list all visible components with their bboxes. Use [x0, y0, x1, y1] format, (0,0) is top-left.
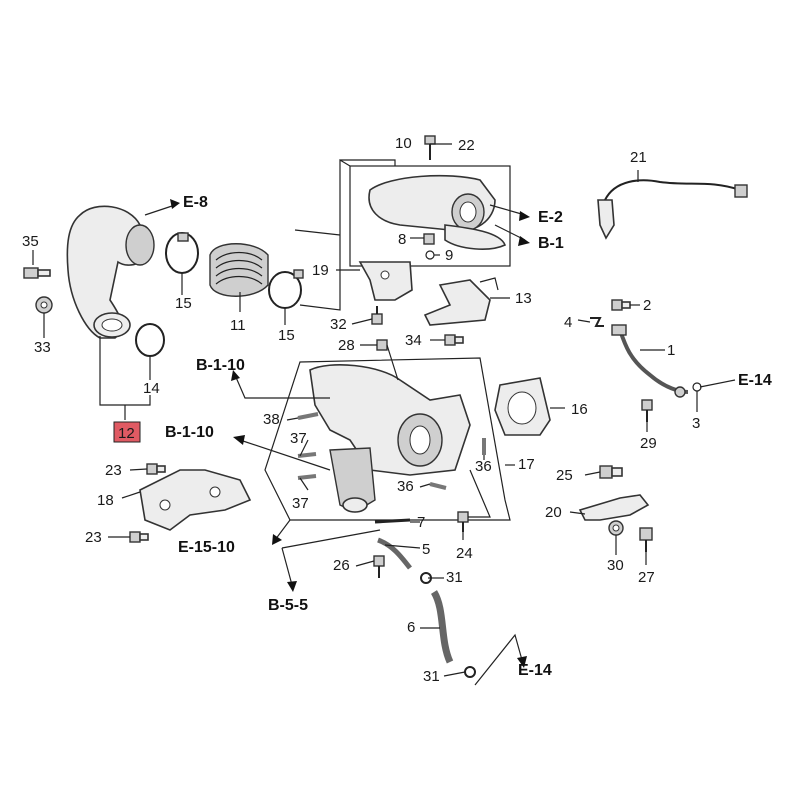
turbocharger-17[interactable]: [309, 364, 471, 513]
harness-bracket-13[interactable]: [423, 277, 499, 326]
callout-14[interactable]: 14: [143, 380, 160, 397]
bolt-22[interactable]: [424, 135, 436, 160]
ref-e-14-bottom[interactable]: E-14: [518, 662, 552, 679]
clip-4[interactable]: [590, 317, 604, 327]
washer-9[interactable]: [425, 250, 435, 260]
bracket-18[interactable]: [139, 469, 252, 531]
ref-b-1-10-upper[interactable]: B-1-10: [196, 357, 245, 374]
callout-32[interactable]: 32: [330, 316, 347, 333]
bolt-25[interactable]: [599, 465, 623, 479]
intake-pipe-12[interactable]: [66, 205, 155, 339]
callout-31-lower[interactable]: 31: [423, 668, 440, 685]
washer-3[interactable]: [692, 382, 702, 392]
callout-31-upper[interactable]: 31: [446, 569, 463, 586]
callout-15-right[interactable]: 15: [278, 327, 295, 344]
callout-5[interactable]: 5: [422, 541, 430, 558]
callout-3[interactable]: 3: [692, 415, 700, 432]
callout-2[interactable]: 2: [643, 297, 651, 314]
throttle-body-10[interactable]: [368, 174, 507, 250]
ref-e-8[interactable]: E-8: [183, 194, 208, 211]
ref-b-1[interactable]: B-1: [538, 235, 564, 252]
bolt-23-upper[interactable]: [146, 463, 166, 475]
callout-23-upper[interactable]: 23: [105, 462, 122, 479]
callout-6[interactable]: 6: [407, 619, 415, 636]
throttle-body-box: [349, 165, 511, 267]
callout-28[interactable]: 28: [338, 337, 355, 354]
callout-36-lower[interactable]: 36: [397, 478, 414, 495]
callout-9[interactable]: 9: [445, 247, 453, 264]
washer-33[interactable]: [35, 296, 53, 314]
callout-38[interactable]: 38: [263, 411, 280, 428]
o-ring-14[interactable]: [135, 323, 165, 357]
bracket-19[interactable]: [358, 261, 413, 301]
callout-12[interactable]: 12: [118, 425, 135, 442]
oil-pipe-1[interactable]: [611, 324, 689, 398]
callout-17[interactable]: 17: [518, 456, 535, 473]
bolt-34[interactable]: [444, 334, 464, 346]
callout-18[interactable]: 18: [97, 492, 114, 509]
nut-28[interactable]: [376, 339, 388, 351]
callout-30[interactable]: 30: [607, 557, 624, 574]
bolt-24[interactable]: [457, 511, 469, 532]
callout-34[interactable]: 34: [405, 332, 422, 349]
gasket-16[interactable]: [494, 377, 551, 436]
bolt-2[interactable]: [611, 299, 631, 311]
callout-8[interactable]: 8: [398, 231, 406, 248]
callout-37-upper[interactable]: 37: [290, 430, 307, 447]
callout-4[interactable]: 4: [564, 314, 572, 331]
bracket-20[interactable]: [578, 494, 650, 521]
nut-8[interactable]: [423, 233, 435, 245]
reference-arrows: [144, 199, 530, 686]
callout-33[interactable]: 33: [34, 339, 51, 356]
highlight-box-12[interactable]: [113, 421, 141, 443]
bolt-35[interactable]: [23, 267, 51, 279]
stud-37-upper[interactable]: [297, 452, 317, 458]
callout-35[interactable]: 35: [22, 233, 39, 250]
clamp-15-left[interactable]: [165, 232, 199, 274]
turbo-box: [264, 357, 511, 521]
callout-1[interactable]: 1: [667, 342, 675, 359]
hose-6[interactable]: [430, 590, 454, 664]
ref-b-5-5[interactable]: B-5-5: [268, 597, 308, 614]
callout-29[interactable]: 29: [640, 435, 657, 452]
stud-38[interactable]: [297, 412, 319, 420]
ref-e-2[interactable]: E-2: [538, 209, 563, 226]
bolt-32[interactable]: [371, 306, 383, 325]
callout-36-upper[interactable]: 36: [475, 458, 492, 475]
bolt-23-lower[interactable]: [129, 531, 149, 543]
callout-11[interactable]: 11: [230, 317, 246, 334]
callout-20[interactable]: 20: [545, 504, 562, 521]
callout-22[interactable]: 22: [458, 137, 475, 154]
washer-30[interactable]: [608, 520, 624, 536]
oxygen-sensor-21[interactable]: [597, 179, 748, 240]
stud-36-lower[interactable]: [429, 482, 447, 490]
callout-37-lower[interactable]: 37: [292, 495, 309, 512]
callout-19[interactable]: 19: [312, 262, 329, 279]
callout-26[interactable]: 26: [333, 557, 350, 574]
hose-5[interactable]: [377, 537, 412, 570]
callout-25[interactable]: 25: [556, 467, 573, 484]
ref-e-14-right[interactable]: E-14: [738, 372, 772, 389]
clamp-15-right[interactable]: [268, 269, 304, 309]
callout-21[interactable]: 21: [630, 149, 647, 166]
callout-23-lower[interactable]: 23: [85, 529, 102, 546]
callout-15-left[interactable]: 15: [175, 295, 192, 312]
callout-7[interactable]: 7: [417, 514, 425, 531]
gasket-7[interactable]: [374, 518, 411, 524]
callout-10[interactable]: 10: [395, 135, 412, 152]
intake-hose-11[interactable]: [209, 243, 269, 297]
clamp-31-lower[interactable]: [464, 666, 476, 678]
ref-e-15-10[interactable]: E-15-10: [178, 539, 235, 556]
callout-13[interactable]: 13: [515, 290, 532, 307]
stud-37-lower[interactable]: [297, 474, 317, 480]
callout-24[interactable]: 24: [456, 545, 473, 562]
bolt-26[interactable]: [373, 555, 385, 578]
bolt-29[interactable]: [641, 399, 653, 422]
bolt-27[interactable]: [639, 527, 653, 552]
callout-16[interactable]: 16: [571, 401, 588, 418]
ref-b-1-10-lower[interactable]: B-1-10: [165, 424, 214, 441]
callout-27[interactable]: 27: [638, 569, 655, 586]
